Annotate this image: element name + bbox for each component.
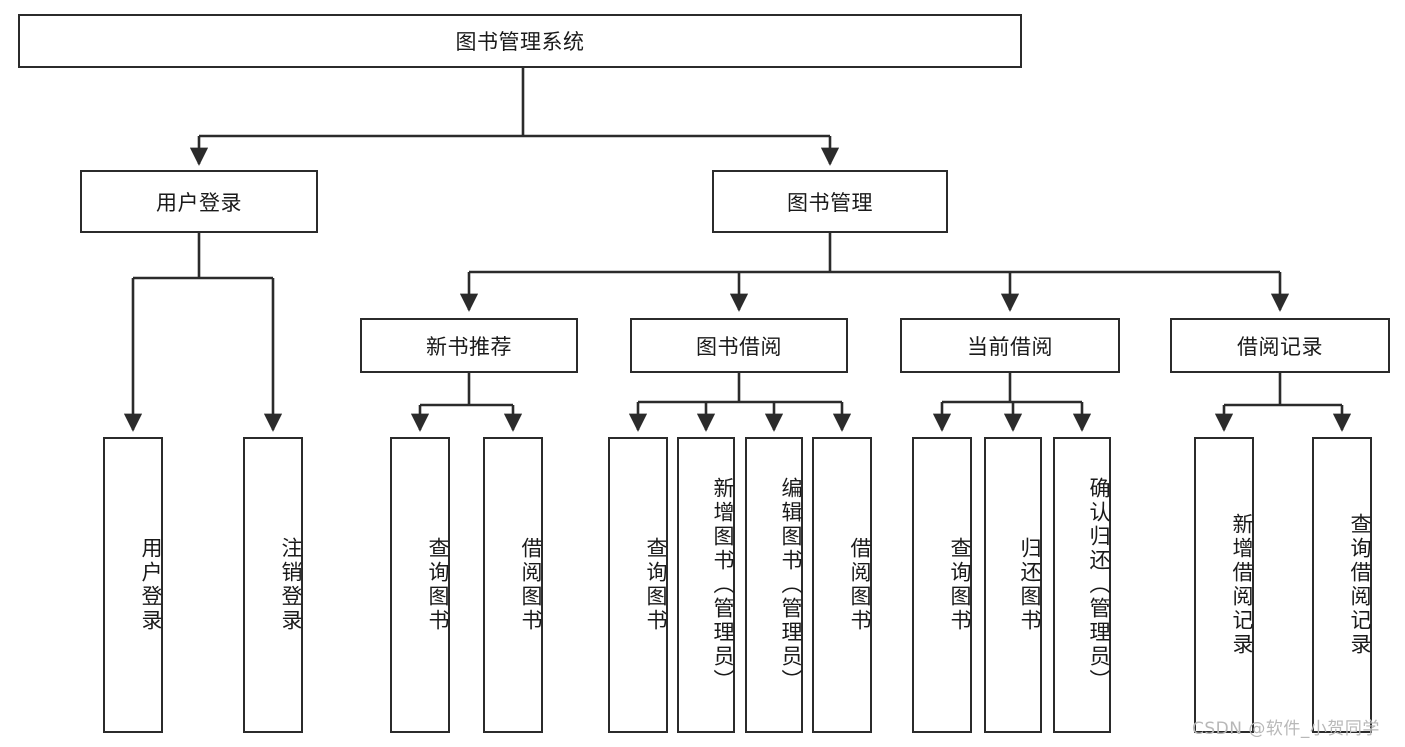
node-new-book-rec[interactable]: 新书推荐 bbox=[360, 318, 578, 373]
node-leaf-query-book-2-label: 查询图书 bbox=[644, 537, 668, 633]
node-user-login-label: 用户登录 bbox=[156, 190, 242, 215]
node-book-manage[interactable]: 图书管理 bbox=[712, 170, 948, 233]
node-book-borrow-label: 图书借阅 bbox=[696, 334, 782, 359]
node-leaf-query-book-2[interactable]: 查询图书 bbox=[608, 437, 668, 733]
node-leaf-query-record-label: 查询借阅记录 bbox=[1348, 513, 1372, 657]
node-leaf-add-record[interactable]: 新增借阅记录 bbox=[1194, 437, 1254, 733]
node-leaf-borrow-book-2[interactable]: 借阅图书 bbox=[812, 437, 872, 733]
node-current-borrow[interactable]: 当前借阅 bbox=[900, 318, 1120, 373]
node-borrow-record[interactable]: 借阅记录 bbox=[1170, 318, 1390, 373]
node-leaf-logout-label: 注销登录 bbox=[279, 537, 303, 633]
node-leaf-query-book-1[interactable]: 查询图书 bbox=[390, 437, 450, 733]
node-leaf-add-book-label: 新增图书（管理员） bbox=[711, 477, 735, 693]
node-leaf-query-book-3-label: 查询图书 bbox=[948, 537, 972, 633]
node-leaf-user-login-label: 用户登录 bbox=[139, 537, 163, 633]
node-leaf-return-book-label: 归还图书 bbox=[1018, 537, 1042, 633]
node-leaf-add-book[interactable]: 新增图书（管理员） bbox=[677, 437, 735, 733]
node-leaf-confirm-return-label: 确认归还（管理员） bbox=[1087, 477, 1111, 693]
node-root[interactable]: 图书管理系统 bbox=[18, 14, 1022, 68]
node-leaf-borrow-book-1[interactable]: 借阅图书 bbox=[483, 437, 543, 733]
node-leaf-borrow-book-2-label: 借阅图书 bbox=[848, 537, 872, 633]
node-leaf-edit-book-label: 编辑图书（管理员） bbox=[779, 477, 803, 693]
node-leaf-add-record-label: 新增借阅记录 bbox=[1230, 513, 1254, 657]
node-leaf-logout[interactable]: 注销登录 bbox=[243, 437, 303, 733]
node-borrow-record-label: 借阅记录 bbox=[1237, 334, 1323, 359]
node-current-borrow-label: 当前借阅 bbox=[967, 334, 1053, 359]
node-root-label: 图书管理系统 bbox=[455, 30, 585, 54]
node-leaf-query-book-1-label: 查询图书 bbox=[426, 537, 450, 633]
node-leaf-confirm-return[interactable]: 确认归还（管理员） bbox=[1053, 437, 1111, 733]
node-leaf-edit-book[interactable]: 编辑图书（管理员） bbox=[745, 437, 803, 733]
node-new-book-rec-label: 新书推荐 bbox=[426, 334, 512, 359]
node-user-login[interactable]: 用户登录 bbox=[80, 170, 318, 233]
node-book-borrow[interactable]: 图书借阅 bbox=[630, 318, 848, 373]
node-leaf-user-login[interactable]: 用户登录 bbox=[103, 437, 163, 733]
node-leaf-query-record[interactable]: 查询借阅记录 bbox=[1312, 437, 1372, 733]
node-book-manage-label: 图书管理 bbox=[787, 190, 873, 215]
node-leaf-borrow-book-1-label: 借阅图书 bbox=[519, 537, 543, 633]
node-leaf-query-book-3[interactable]: 查询图书 bbox=[912, 437, 972, 733]
csdn-watermark: CSDN @软件_小贺同学 bbox=[1192, 719, 1380, 739]
node-leaf-return-book[interactable]: 归还图书 bbox=[984, 437, 1042, 733]
